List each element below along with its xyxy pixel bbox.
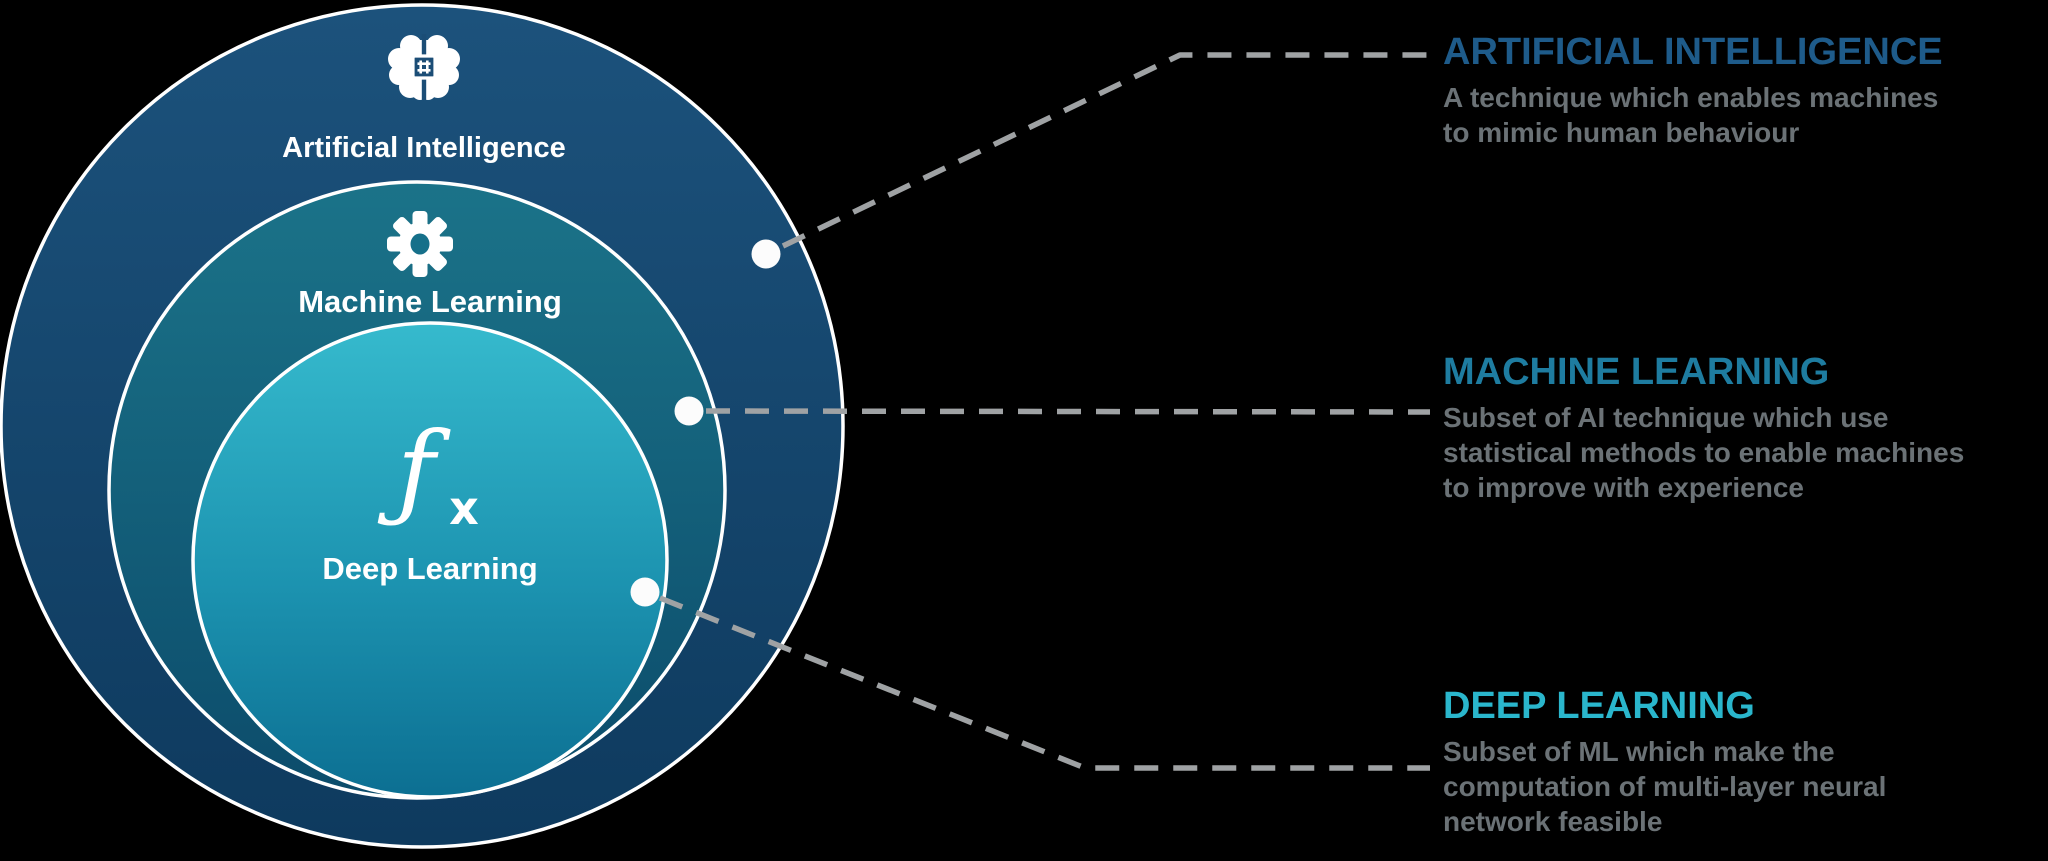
annotation-ml-description-line: to improve with experience — [1443, 472, 1804, 503]
annotation-ai-description-line: to mimic human behaviour — [1443, 117, 1800, 148]
annotation-machine-learning: MACHINE LEARNING Subset of AI technique … — [1443, 352, 2043, 505]
annotation-ml-description-line: Subset of AI technique which use — [1443, 402, 1889, 433]
annotation-ml-description-line: statistical methods to enable machines — [1443, 437, 1965, 468]
dl-circle — [191, 321, 669, 799]
brain-chip-icon — [388, 34, 460, 100]
annotation-ml-title: MACHINE LEARNING — [1443, 351, 1830, 393]
ai-circle-label: Artificial Intelligence — [282, 132, 566, 164]
annotation-dl-title: DEEP LEARNING — [1443, 685, 1755, 727]
annotation-deep-learning: DEEP LEARNING Subset of ML which make th… — [1443, 686, 2043, 839]
dl-circle-label: Deep Learning — [322, 551, 537, 586]
annotation-dl-description: Subset of ML which make the computation … — [1443, 734, 2043, 839]
gear-icon — [387, 211, 453, 277]
fx-icon-x: x — [449, 481, 479, 535]
ai-connector-dot — [751, 239, 781, 269]
annotation-dl-description-line: computation of multi-layer neural — [1443, 771, 1887, 802]
annotation-dl-description-line: network feasible — [1443, 806, 1663, 837]
ml-connector-dot — [674, 396, 704, 426]
annotation-ai-description: A technique which enables machines to mi… — [1443, 80, 2043, 150]
annotation-dl-description-line: Subset of ML which make the — [1443, 736, 1835, 767]
annotation-artificial-intelligence: ARTIFICIAL INTELLIGENCE A technique whic… — [1443, 32, 2043, 150]
ml-circle-label: Machine Learning — [298, 284, 562, 319]
annotation-ai-description-line: A technique which enables machines — [1443, 82, 1939, 113]
dl-connector-dot — [630, 577, 660, 607]
ai-leader-line — [781, 52, 1432, 249]
ml-leader-line — [705, 408, 1431, 415]
annotation-ml-description: Subset of AI technique which use statist… — [1443, 400, 2043, 505]
annotation-ai-title: ARTIFICIAL INTELLIGENCE — [1443, 31, 1943, 73]
